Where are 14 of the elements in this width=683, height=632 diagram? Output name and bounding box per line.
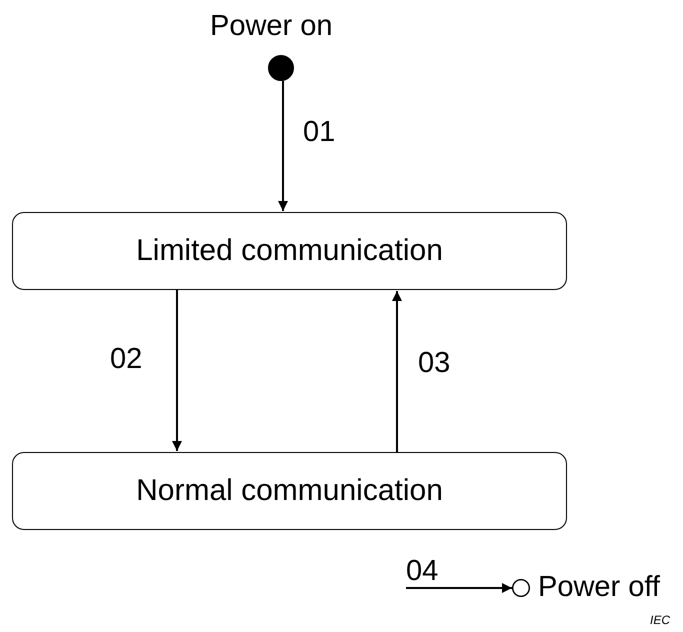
arrow (172, 290, 182, 451)
source-note: IEC (650, 614, 670, 626)
state-name: Normal communication (136, 474, 443, 508)
edge-label: 04 (406, 557, 438, 586)
arrow (278, 81, 288, 211)
arrow (392, 291, 402, 452)
state-box (12, 212, 567, 290)
state-box (12, 452, 567, 530)
arrow (406, 583, 512, 593)
state-caption: Power on (210, 12, 333, 41)
state-circle (512, 579, 530, 597)
state-circle (268, 55, 294, 81)
state-caption: Power off (538, 573, 660, 602)
state-name: Limited communication (136, 234, 443, 268)
